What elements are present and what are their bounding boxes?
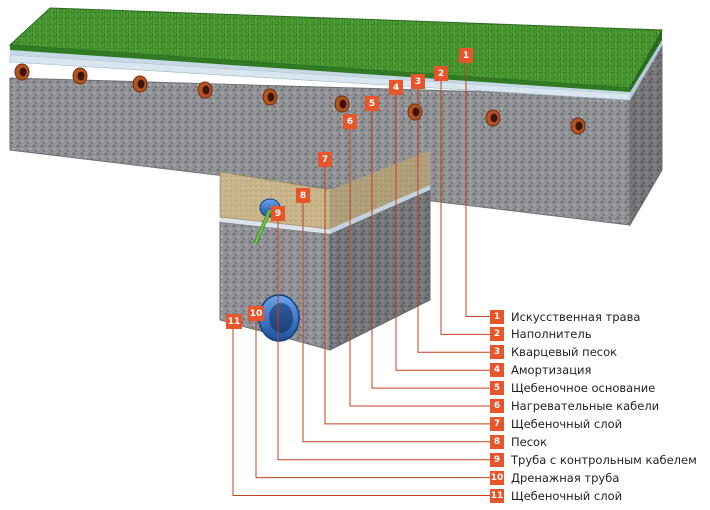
legend-number-badge: 5 <box>490 381 504 396</box>
legend-label: Щебеночный слой <box>511 416 623 431</box>
heating-pipe-hole <box>490 113 498 123</box>
legend-item: 7 Щебеночный слой <box>490 415 622 432</box>
legend-number-badge: 7 <box>490 416 504 431</box>
heating-pipe-hole <box>267 92 275 102</box>
legend-number-badge: 11 <box>490 488 504 503</box>
legend-item: 3 Кварцевый песок <box>490 344 617 361</box>
callout-marker: 9 <box>271 206 285 221</box>
heating-pipe-hole <box>137 79 145 89</box>
heating-pipe-hole <box>575 121 583 131</box>
legend-item: 2 Наполнитель <box>490 326 592 343</box>
leader-line <box>417 89 490 353</box>
leader-line <box>440 81 490 335</box>
leader-line <box>349 129 490 407</box>
legend-label: Песок <box>511 434 548 449</box>
legend-number-badge: 3 <box>490 345 504 360</box>
leader-line <box>324 167 490 425</box>
callout-marker: 5 <box>365 96 379 111</box>
legend-item: 6 Нагревательные кабели <box>490 398 659 415</box>
callout-marker: 6 <box>343 114 357 129</box>
callout-marker: 2 <box>434 66 448 81</box>
legend-number-badge: 1 <box>490 309 504 324</box>
callout-marker: 11 <box>226 314 242 329</box>
leader-line <box>302 203 490 443</box>
leader-line <box>465 63 490 317</box>
callout-marker: 1 <box>459 48 473 63</box>
leader-line <box>277 221 490 461</box>
sand-layer-side <box>330 150 430 229</box>
legend-number-badge: 2 <box>490 327 504 342</box>
legend-item: 9 Труба с контрольным кабелем <box>490 451 697 468</box>
gravel-pit-lower-side <box>329 189 431 351</box>
legend-item: 5 Щебеночное основание <box>490 380 655 397</box>
heating-pipe-hole <box>19 67 27 77</box>
heating-pipe-hole <box>339 99 347 109</box>
heating-cable-pipes <box>14 63 586 135</box>
legend-label: Наполнитель <box>511 327 592 342</box>
heating-pipe-hole <box>412 107 420 117</box>
callout-marker: 8 <box>296 188 310 203</box>
legend-item: 10 Дренажная труба <box>490 469 619 486</box>
heating-pipe-hole <box>202 85 210 95</box>
legend-label: Нагревательные кабели <box>511 399 660 413</box>
legend-label: Труба с контрольным кабелем <box>511 452 697 467</box>
callout-marker: 10 <box>248 306 264 321</box>
leader-lines <box>232 63 490 496</box>
legend-number-badge: 9 <box>490 452 504 467</box>
legend-item: 4 Амортизация <box>490 362 591 379</box>
legend-number-badge: 6 <box>490 399 504 413</box>
legend-label: Кварцевый песок <box>511 345 618 360</box>
legend-label: Щебеночное основание <box>511 381 656 396</box>
legend-label: Амортизация <box>511 363 592 378</box>
legend-number-badge: 10 <box>490 470 504 485</box>
leader-line <box>255 321 490 479</box>
legend-item: 8 Песок <box>490 433 547 450</box>
legend-item: 11 Щебеночный слой <box>490 487 622 504</box>
leader-line <box>395 95 490 371</box>
leader-line <box>371 111 490 389</box>
legend-label: Дренажная труба <box>511 470 620 485</box>
legend-number-badge: 8 <box>490 434 504 449</box>
legend-label: Искусственная трава <box>511 309 641 324</box>
callout-marker: 7 <box>318 152 332 167</box>
quartz-sand-layer <box>10 50 630 94</box>
callout-marker: 4 <box>389 80 403 95</box>
callout-marker: 3 <box>411 74 425 89</box>
legend-item: 1 Искусственная трава <box>490 308 640 325</box>
heating-pipe-hole <box>77 71 85 81</box>
legend-label: Щебеночный слой <box>511 488 623 503</box>
legend-number-badge: 4 <box>490 363 504 378</box>
leader-line <box>232 329 490 496</box>
